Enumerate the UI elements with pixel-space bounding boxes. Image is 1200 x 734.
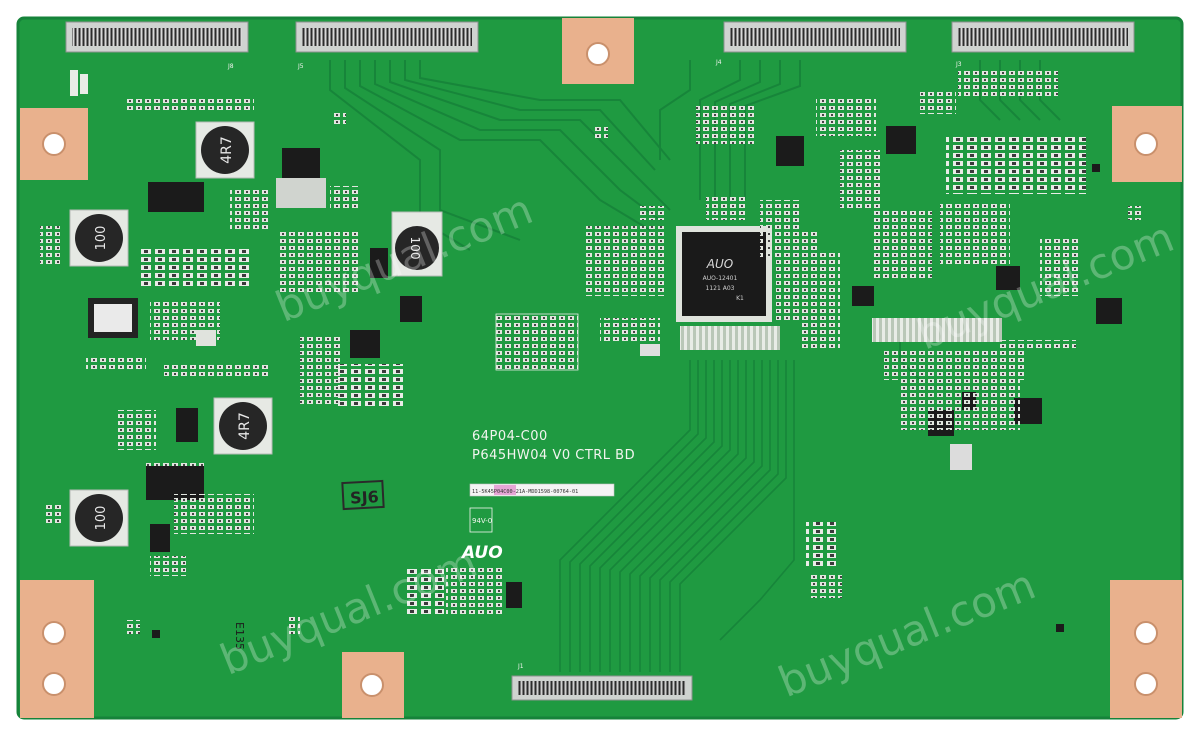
- board-name: P645HW04 V0 CTRL BD: [472, 448, 635, 463]
- controller-ic: AUO AUO-12401 1121 A03 K1: [676, 226, 772, 322]
- barcode-label: 11-5K45P04C00-21A-MDD1598-00764-01: [472, 489, 578, 495]
- fanout-traces: [559, 360, 795, 672]
- connector-label-j8: J8: [227, 63, 234, 70]
- lower-center-components: [126, 566, 522, 638]
- inductor-l302-marking: 4R7: [219, 136, 235, 164]
- stamp-box: [341, 479, 385, 511]
- stamp-code: SJ6: [350, 487, 380, 507]
- side-code: E135: [233, 622, 246, 650]
- connector-label-j5: J5: [297, 63, 304, 70]
- inductor-l303-marking: 100: [408, 237, 422, 260]
- chip-part: AUO-12401: [703, 275, 738, 282]
- controller-support: [584, 124, 820, 356]
- chip-brand: AUO: [706, 257, 733, 271]
- chip-line2: 1121 A03: [706, 285, 735, 292]
- power-section-mid: 100: [230, 112, 443, 408]
- connector-label-j4: J4: [715, 59, 722, 66]
- board-model-line: 64P04-C00: [472, 429, 548, 444]
- inductor-l301-marking: 100: [94, 226, 109, 251]
- bottom-connector: J1: [511, 663, 693, 701]
- mounting-pads: [20, 18, 1182, 718]
- connector-label-j3: J3: [955, 61, 962, 68]
- logic-section-lower-right: [806, 350, 1064, 632]
- top-connectors: J8 J5 J4 J3: [65, 21, 1135, 70]
- ul-mark-box: [469, 507, 493, 533]
- brand-logo: AUO: [460, 543, 503, 563]
- logic-section-right: [696, 68, 1142, 350]
- inductor-l401-marking: 100: [94, 506, 109, 531]
- ul-mark: 94V-0: [472, 517, 492, 525]
- connector-label-j1: J1: [517, 663, 524, 670]
- chip-line3: K1: [736, 295, 744, 302]
- pcb-traces: [329, 60, 1061, 381]
- test-pad-block: [495, 313, 579, 371]
- inductor-l402-marking: 4R7: [237, 412, 253, 440]
- power-section-left: 4R7 100 4R7 100: [40, 70, 273, 576]
